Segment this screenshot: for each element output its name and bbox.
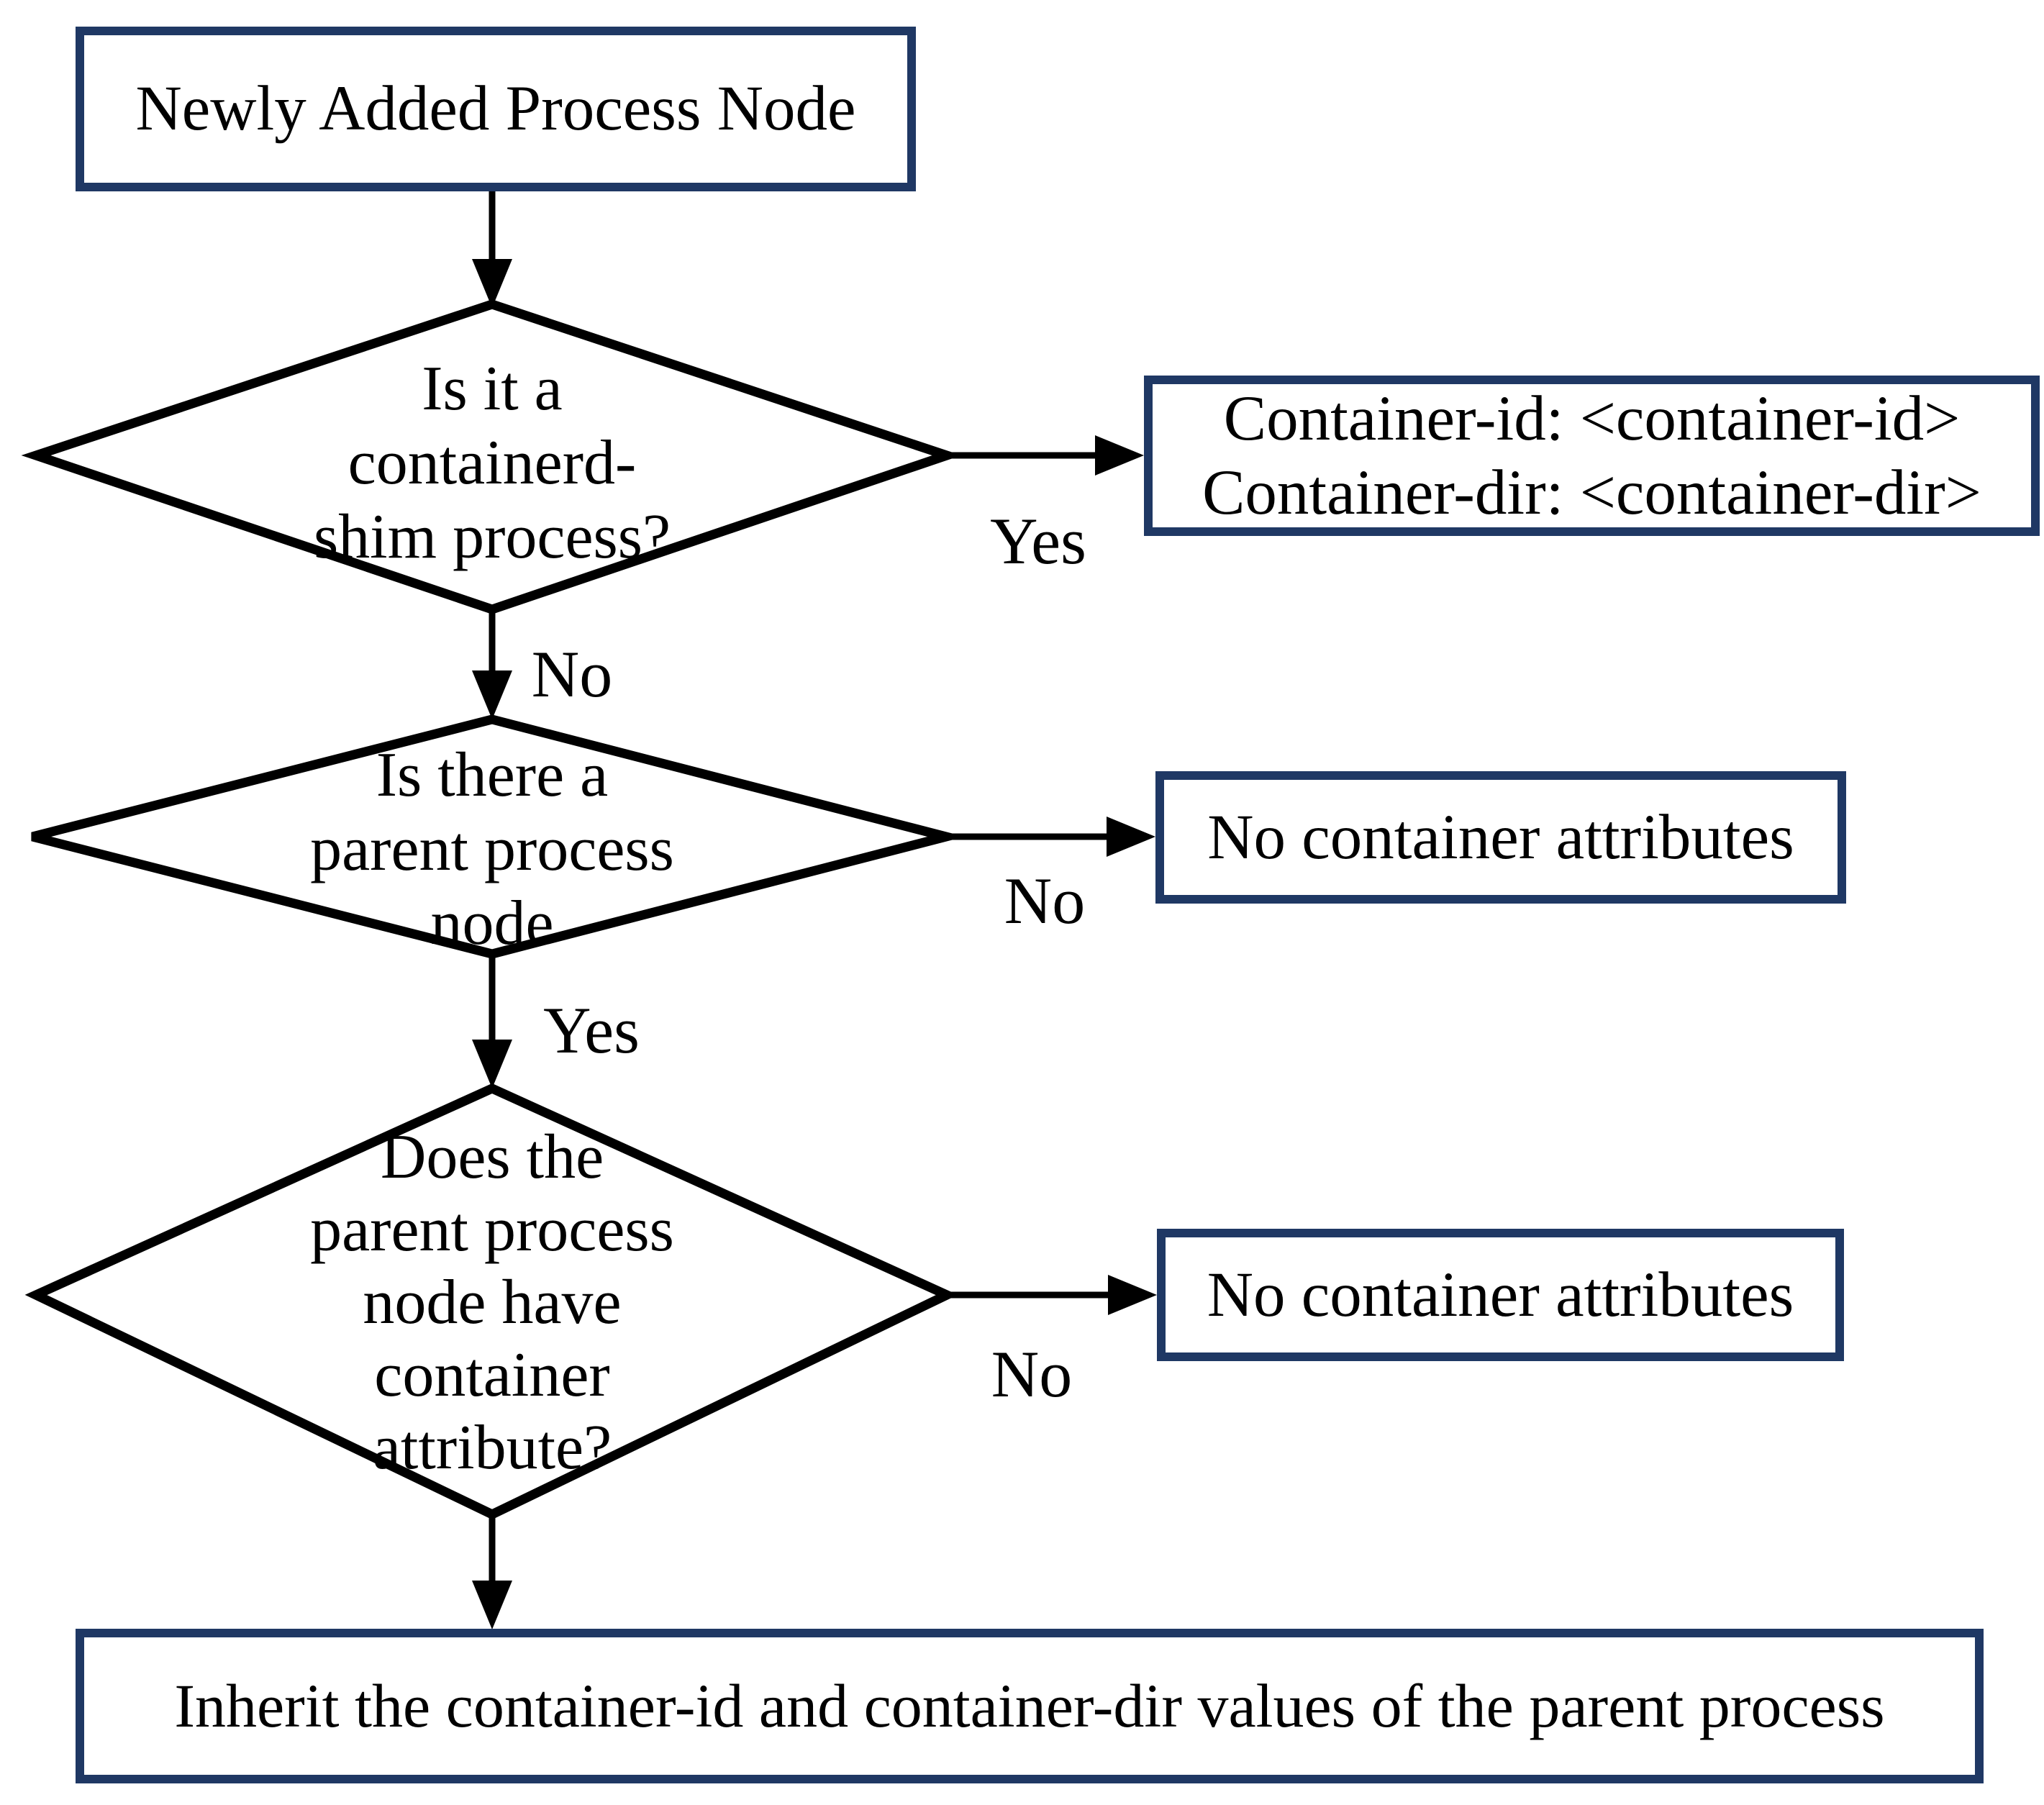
- edge-label-decision2-no: No: [1004, 864, 1086, 937]
- decision3-line: Does the: [380, 1122, 604, 1192]
- outcome-node-no-container-attributes-2: No container attributes: [1157, 1229, 1844, 1361]
- end-node-inherit-values: Inherit the container-id and container-d…: [76, 1629, 1984, 1783]
- decision3-line: attribute?: [372, 1413, 612, 1483]
- decision1-line: Is it a: [422, 354, 563, 424]
- outcome-node-container-attributes-set: Container-id: <container-id> Container-d…: [1144, 376, 2040, 536]
- arrowhead-right-icon: [1108, 1275, 1157, 1315]
- outcome-label: No container attributes: [1207, 801, 1794, 873]
- arrowhead-down-icon: [472, 259, 512, 308]
- decision2-line: node: [430, 888, 554, 958]
- decision1-text: Is it a containerd- shim process?: [204, 352, 780, 574]
- arrowhead-right-icon: [1107, 817, 1155, 857]
- outcome-node-no-container-attributes-1: No container attributes: [1155, 771, 1846, 904]
- edge-label-decision1-no: No: [531, 637, 613, 711]
- start-node: Newly Added Process Node: [76, 27, 916, 191]
- decision2-line: parent process: [310, 814, 674, 884]
- start-node-label: Newly Added Process Node: [135, 73, 856, 144]
- decision1-line: containerd-: [348, 428, 637, 498]
- end-node-label: Inherit the container-id and container-d…: [174, 1671, 1885, 1740]
- arrowhead-down-icon: [472, 1040, 512, 1088]
- decision1-line: shim process?: [313, 502, 671, 572]
- arrowhead-down-icon: [472, 670, 512, 719]
- outcome-line: Container-id: <container-id>: [1223, 383, 1961, 454]
- edge-label-decision1-yes: Yes: [990, 504, 1086, 578]
- arrowhead-right-icon: [1095, 435, 1144, 476]
- decision3-line: node have: [363, 1268, 622, 1337]
- edge-label-decision2-yes: Yes: [543, 994, 640, 1067]
- edge-label-decision3-no: No: [991, 1337, 1073, 1411]
- outcome-line: Container-dir: <container-dir>: [1202, 457, 1981, 528]
- decision2-text: Is there a parent process node: [204, 738, 780, 960]
- decision2-line: Is there a: [376, 740, 609, 810]
- decision3-text: Does the parent process node have contai…: [204, 1121, 780, 1484]
- outcome-label: No container attributes: [1207, 1259, 1794, 1330]
- arrowhead-down-icon: [472, 1581, 512, 1629]
- decision3-line: container: [374, 1340, 610, 1410]
- decision3-line: parent process: [310, 1195, 674, 1265]
